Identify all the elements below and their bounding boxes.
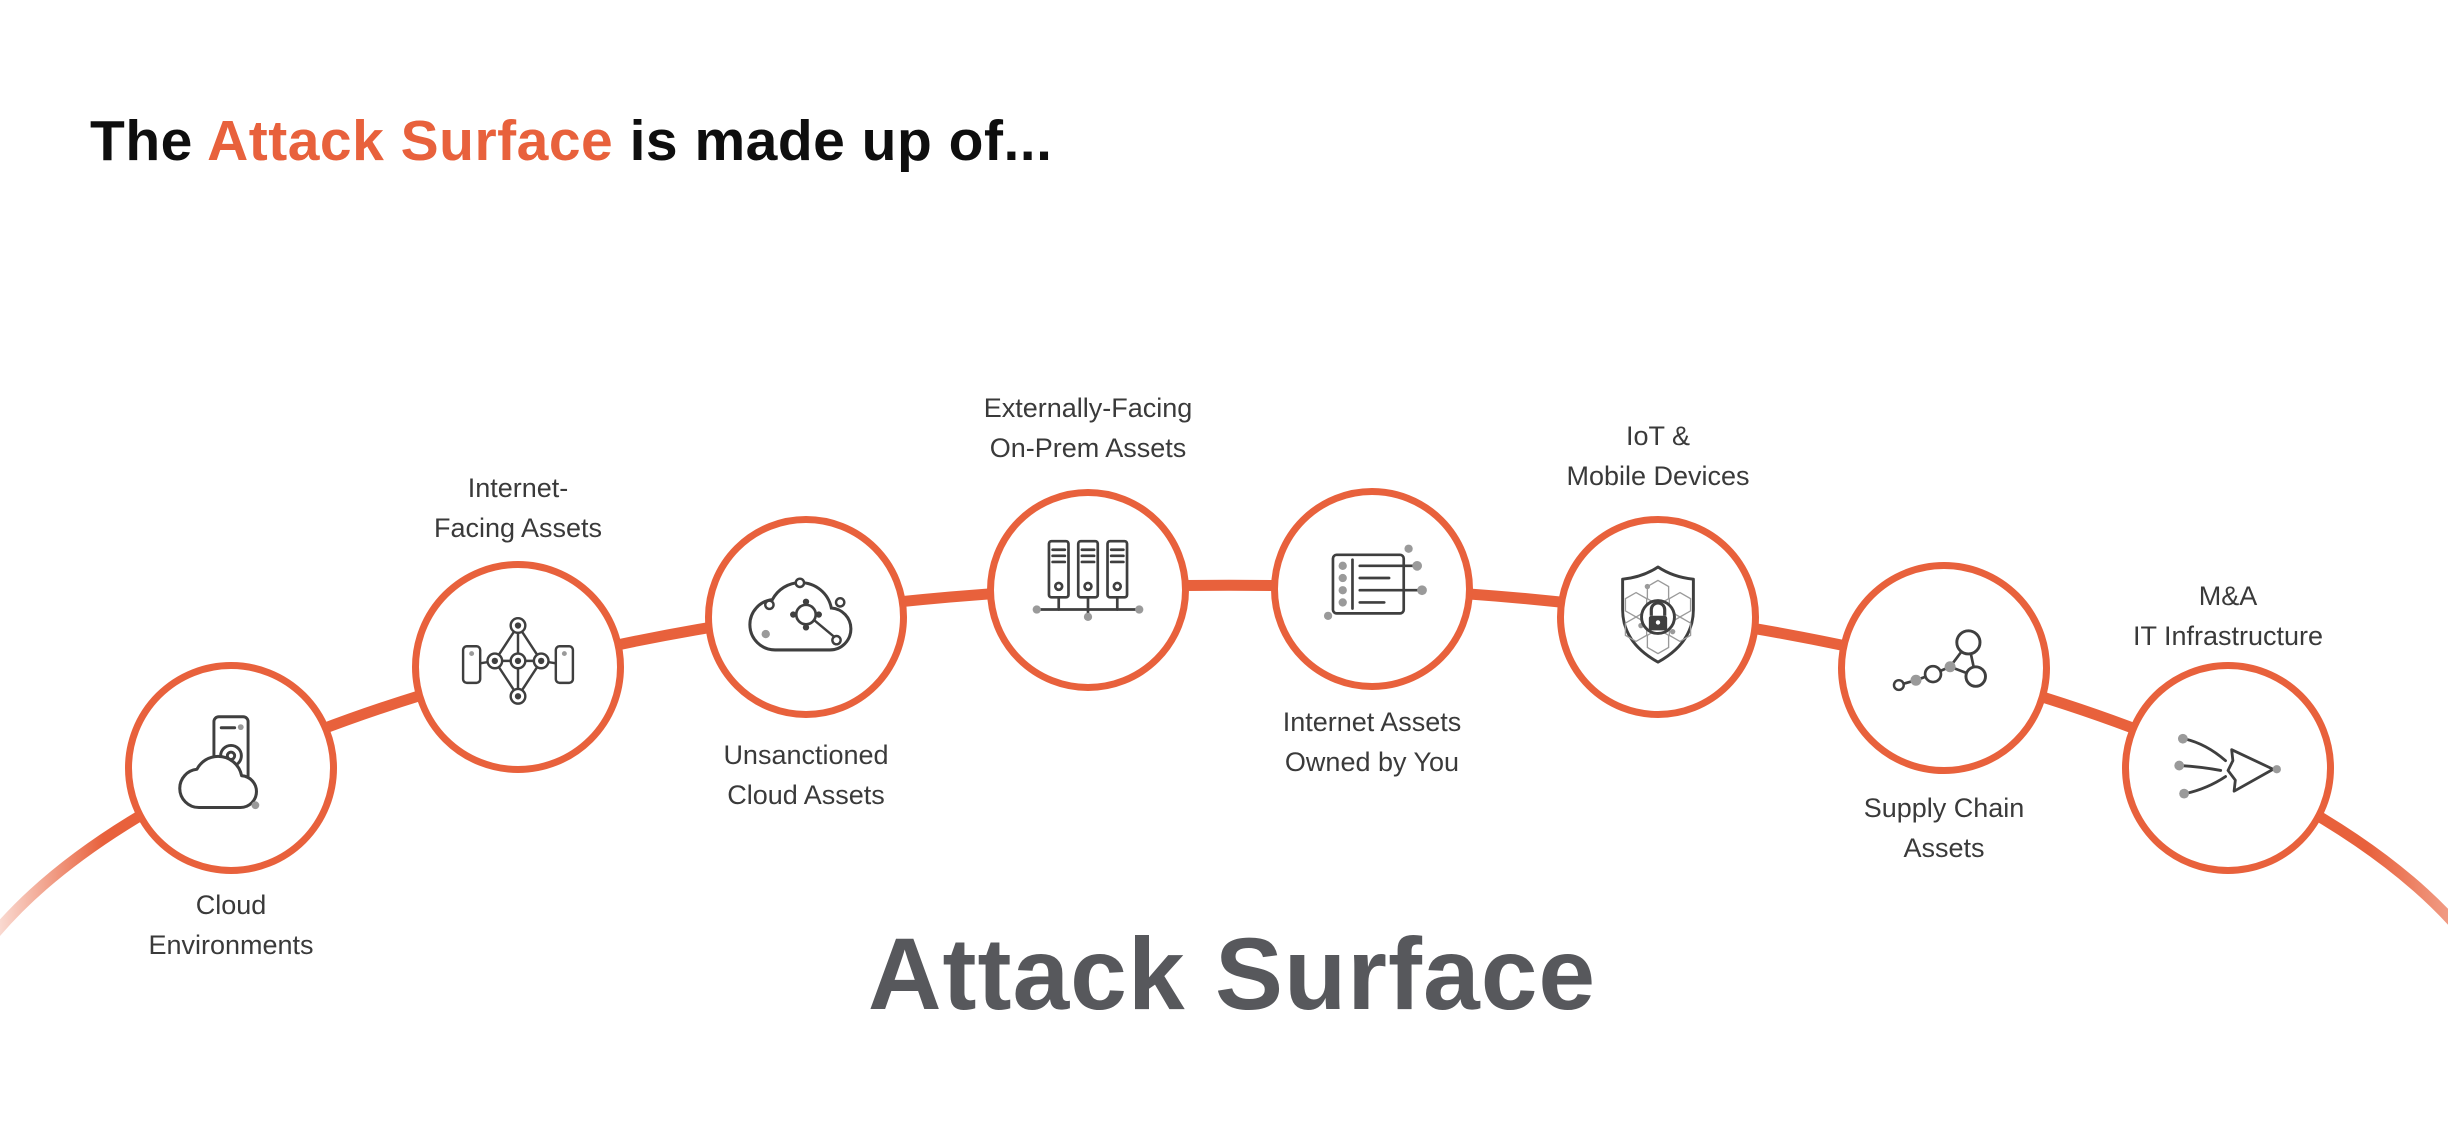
title-prefix: The bbox=[90, 109, 208, 174]
asset-list-icon bbox=[1323, 544, 1427, 620]
title-highlight: Attack Surface bbox=[207, 109, 614, 174]
label-line: Internet Assets bbox=[1282, 707, 1462, 737]
node-circle-supply-chain-assets bbox=[1838, 562, 2050, 774]
label-line: Mobile Devices bbox=[1566, 461, 1750, 491]
branch-arrow-icon bbox=[2174, 733, 2281, 799]
node-label-supply-chain-assets: Supply Chain Assets bbox=[1709, 788, 2179, 868]
label-line: Cloud bbox=[195, 890, 267, 920]
label-line: M&A bbox=[2198, 581, 2258, 611]
label-line: IT Infrastructure bbox=[2132, 621, 2324, 651]
node-label-iot-mobile-devices: IoT & Mobile Devices bbox=[1423, 416, 1893, 496]
label-line: Internet- bbox=[467, 473, 569, 503]
node-circle-iot-mobile-devices bbox=[1557, 516, 1759, 718]
node-label-unsanctioned-cloud-assets: Unsanctioned Cloud Assets bbox=[571, 735, 1041, 815]
attack-surface-caption: Attack Surface bbox=[867, 917, 1597, 1031]
label-line: Environments bbox=[148, 930, 314, 960]
node-circle-externally-facing-on-prem-assets bbox=[987, 489, 1189, 691]
label-line: Supply Chain bbox=[1863, 793, 2025, 823]
network-nodes-icon bbox=[461, 616, 575, 705]
node-circle-internet-assets-owned-by-you bbox=[1271, 488, 1473, 690]
shield-lock-icon bbox=[1621, 565, 1695, 664]
label-line: Assets bbox=[1903, 833, 1985, 863]
server-racks-icon bbox=[1032, 539, 1144, 621]
node-label-externally-facing-on-prem-assets: Externally-Facing On-Prem Assets bbox=[853, 388, 1323, 468]
node-label-internet-facing-assets: Internet- Facing Assets bbox=[283, 468, 753, 548]
cloud-circuit-icon bbox=[748, 577, 853, 652]
node-label-cloud-environments: Cloud Environments bbox=[0, 885, 466, 965]
label-line: IoT & bbox=[1625, 421, 1691, 451]
label-line: Externally-Facing bbox=[983, 393, 1193, 423]
title-suffix: is made up of... bbox=[613, 109, 1053, 174]
node-circle-cloud-environments bbox=[125, 662, 337, 874]
cloud-server-icon bbox=[178, 715, 260, 810]
node-circle-internet-facing-assets bbox=[412, 561, 624, 773]
label-line: Cloud Assets bbox=[727, 780, 885, 810]
node-label-ma-it-infrastructure: M&A IT Infrastructure bbox=[1993, 576, 2448, 656]
label-line: On-Prem Assets bbox=[989, 433, 1187, 463]
node-circle-unsanctioned-cloud-assets bbox=[705, 516, 907, 718]
label-line: Facing Assets bbox=[433, 513, 603, 543]
page-title: The Attack Surface is made up of... bbox=[90, 108, 1052, 174]
label-line: Unsanctioned bbox=[723, 740, 889, 770]
molecule-icon bbox=[1892, 629, 1987, 692]
node-label-internet-assets-owned-by-you: Internet Assets Owned by You bbox=[1137, 702, 1607, 782]
label-line: Owned by You bbox=[1284, 747, 1460, 777]
node-circle-ma-it-infrastructure bbox=[2122, 662, 2334, 874]
